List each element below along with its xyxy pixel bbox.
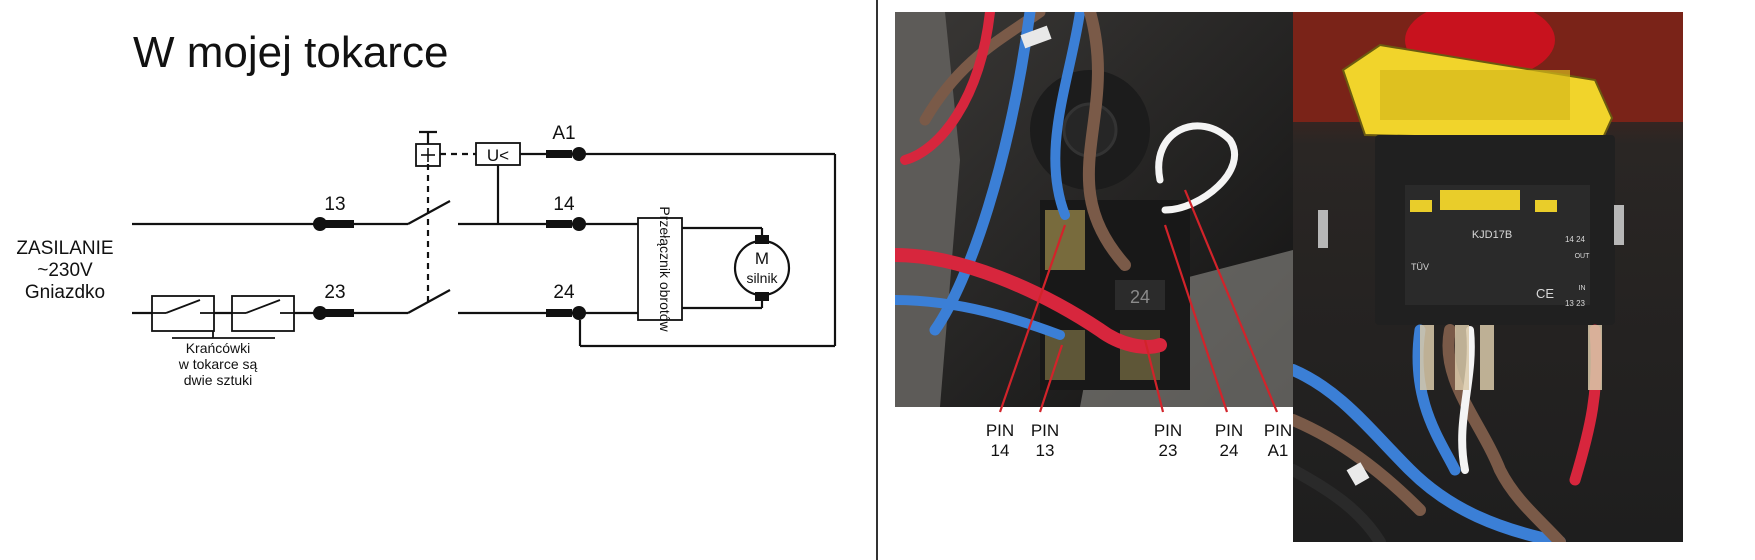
switch-pins-top: 14 24: [1565, 235, 1586, 244]
power-label-3: Gniazdko: [25, 282, 105, 303]
pin-label-23-pin: PIN: [1154, 421, 1182, 440]
pin-label-14-num: 14: [991, 441, 1010, 460]
housing-terminal-24: 24: [1130, 287, 1150, 307]
motor-label-name: silnik: [746, 270, 778, 286]
photo-terminals: 24: [895, 12, 1293, 407]
pin-label-13-num: 13: [1036, 441, 1055, 460]
pin-label-14-pin: PIN: [986, 421, 1014, 440]
motor-brush-top: [755, 235, 769, 244]
pin-labels: PIN 14 PIN 13 PIN 23 PIN 24 PIN A1: [986, 421, 1292, 460]
pin-label-24-num: 24: [1220, 441, 1239, 460]
switch-pins-bottom: 13 23: [1565, 299, 1586, 308]
limit-caption-3: dwie sztuki: [184, 372, 252, 388]
pin-label-13-pin: PIN: [1031, 421, 1059, 440]
motor-brush-bottom: [755, 292, 769, 301]
pin-pointers: [998, 189, 1279, 413]
terminal-label-a1: A1: [552, 123, 575, 144]
terminal-label-13: 13: [324, 194, 345, 215]
limit-switches: [151, 295, 295, 339]
speed-switch-box: [637, 217, 683, 321]
power-label-2: ~230V: [37, 260, 93, 281]
motor-label-m: M: [755, 249, 769, 268]
pin-label-23-num: 23: [1159, 441, 1178, 460]
terminal-label-24: 24: [553, 282, 575, 303]
pin-label-a1-num: A1: [1268, 441, 1289, 460]
photo-switch: KJD17B 14 24 OUT IN 13 23 CE TÜV: [1293, 12, 1683, 542]
terminal-label-14: 14: [553, 194, 575, 215]
terminal-label-23: 23: [324, 282, 345, 303]
limit-caption-1: Krańcówki: [186, 340, 251, 356]
limit-caption-2: w tokarce są: [178, 356, 258, 372]
pin-label-24-pin: PIN: [1215, 421, 1243, 440]
switch-ce-mark: CE: [1536, 286, 1554, 301]
switch-out-label: OUT: [1575, 253, 1591, 260]
speed-switch-label: Przełącznik obrotów: [657, 206, 673, 332]
switch-model-label: KJD17B: [1472, 229, 1512, 241]
wiring: [132, 130, 837, 348]
power-label-1: ZASILANIE: [16, 238, 113, 259]
pushbutton-symbol: [415, 143, 441, 167]
schematic: W mojej tokarce ZASILANIE ~230V Gniazdko: [16, 28, 837, 388]
terminals: [313, 147, 586, 320]
switch-tuv-mark: TÜV: [1411, 262, 1429, 272]
undervoltage-relay-label: U<: [487, 146, 509, 165]
switch-in-label: IN: [1579, 285, 1586, 292]
pin-label-a1-pin: PIN: [1264, 421, 1292, 440]
schematic-title: W mojej tokarce: [133, 28, 448, 77]
